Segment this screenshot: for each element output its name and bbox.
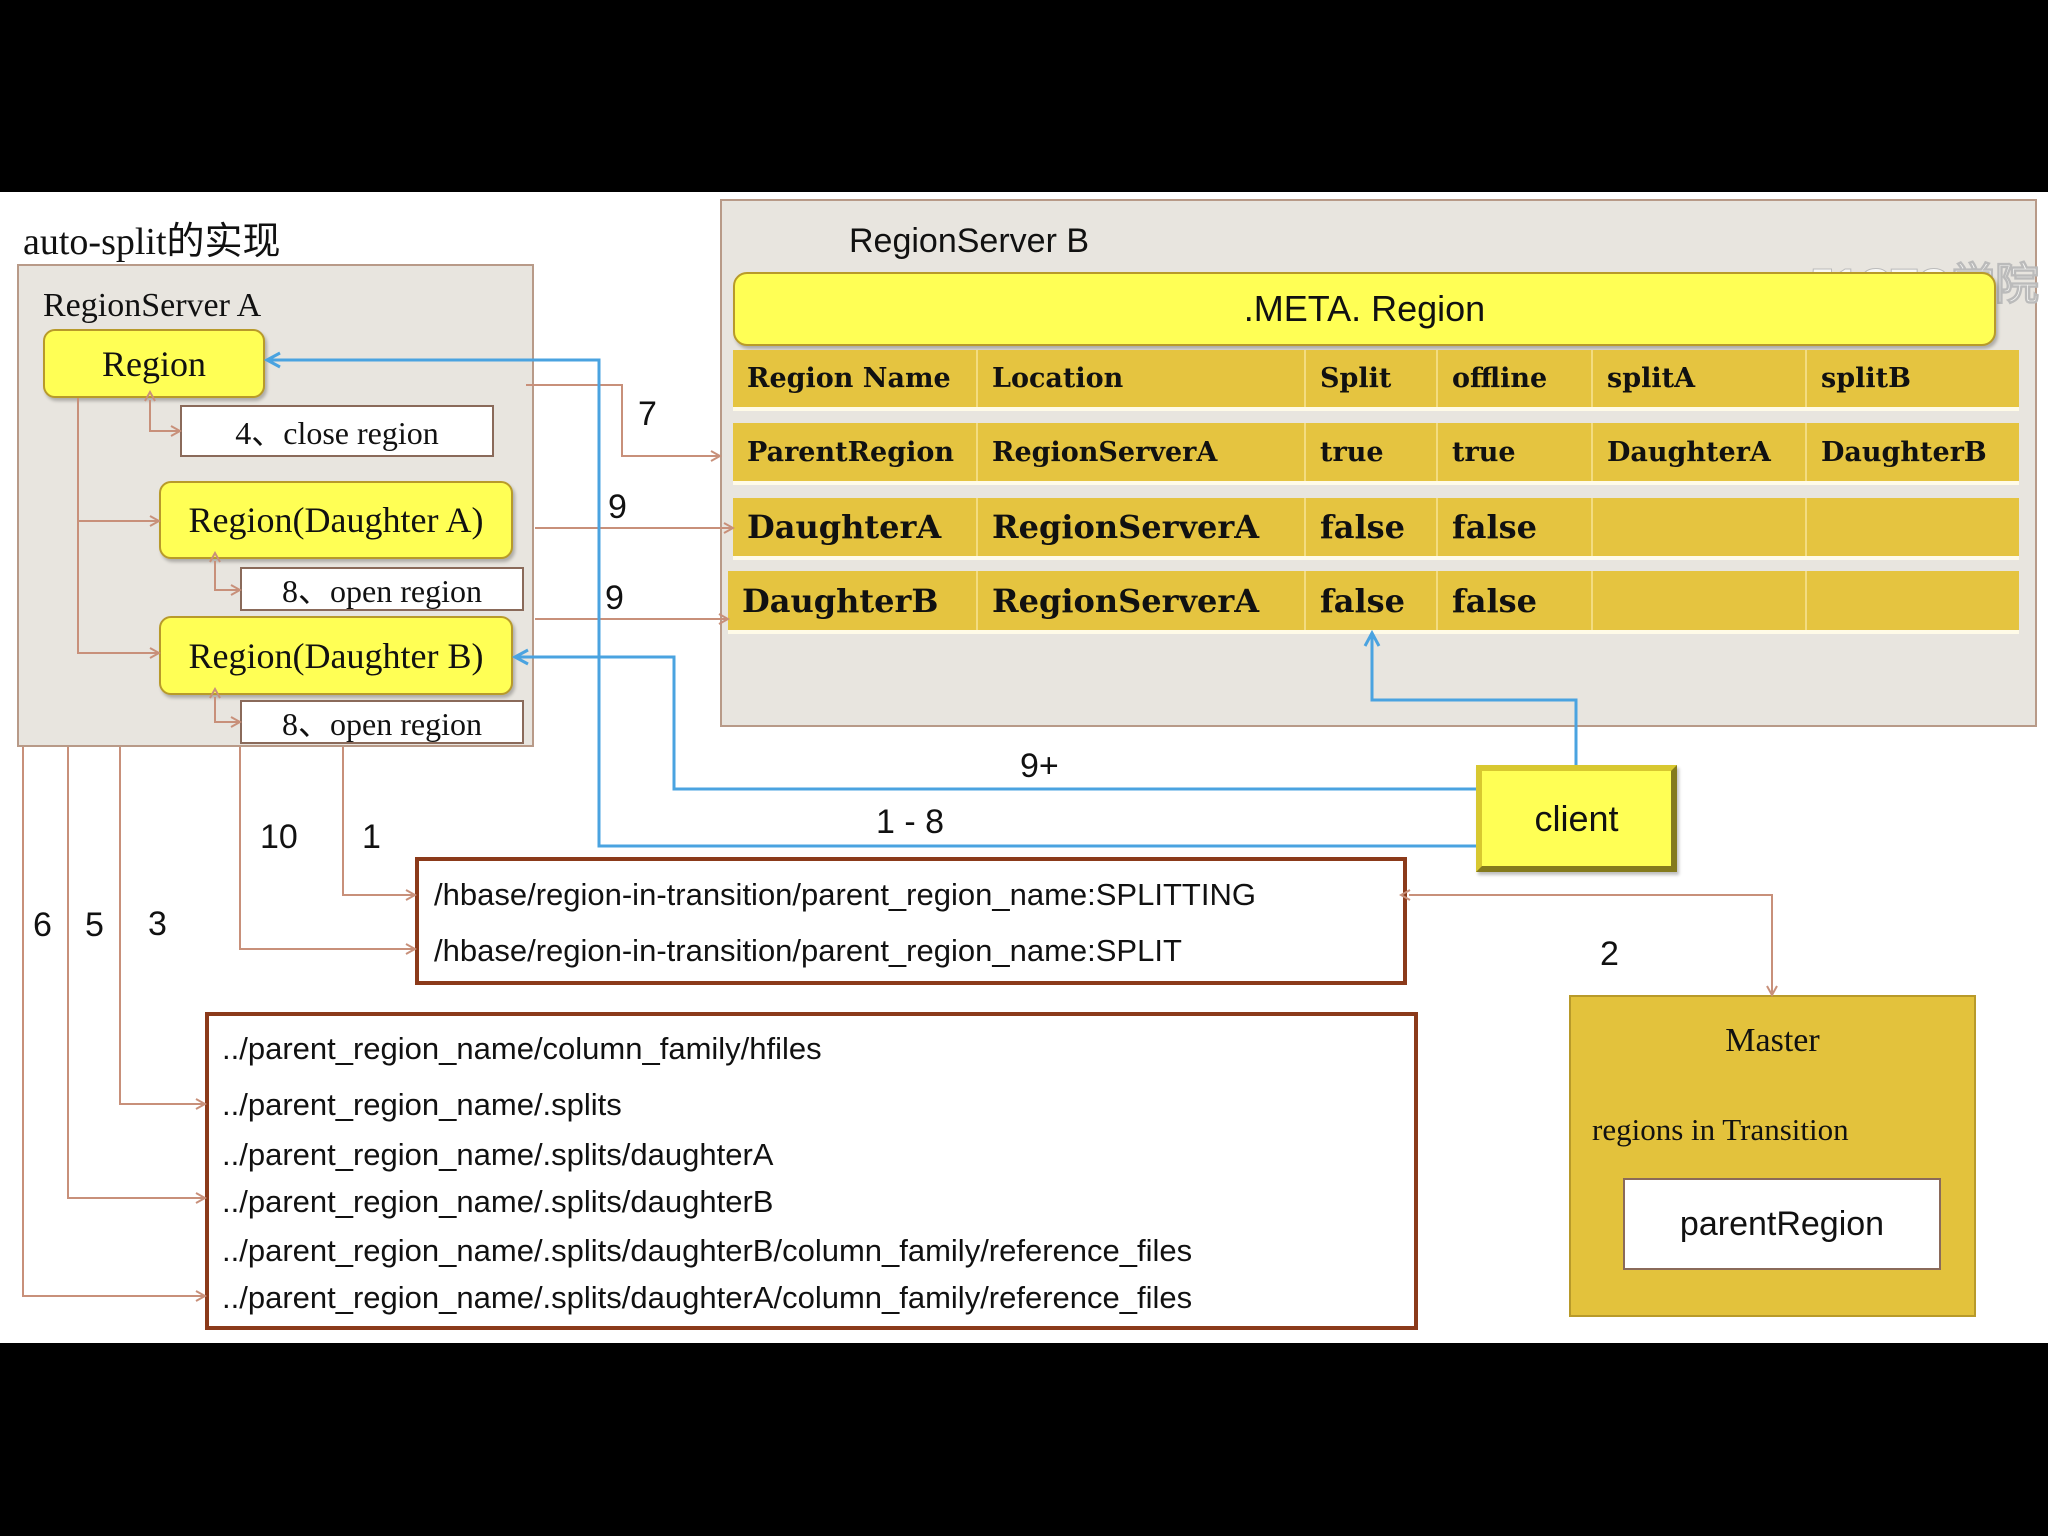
table-cell: DaughterB — [728, 571, 978, 630]
step-label-9: 9 — [608, 488, 627, 526]
hdfs-path: ../parent_region_name/.splits — [222, 1087, 622, 1122]
arrow-close-region — [150, 400, 180, 431]
regionserver-a-label: RegionServer A — [43, 287, 262, 324]
hdfs-path: ../parent_region_name/.splits/daughterA — [222, 1137, 774, 1172]
arrow-open-region-a — [215, 561, 240, 590]
zookeeper-box — [415, 857, 1407, 985]
step-label-5: 5 — [85, 906, 104, 944]
open-region-a-step: 8、open region — [240, 567, 524, 611]
zk-path-splitting: /hbase/region-in-transition/parent_regio… — [434, 877, 1256, 912]
table-cell: DaughterA — [733, 498, 978, 556]
arrow-step-1 — [342, 747, 415, 895]
table-cell: RegionServerA — [978, 571, 1306, 630]
header-cell: Split — [1306, 350, 1438, 407]
arrow-client-meta — [1372, 633, 1578, 765]
diagram-title: auto-split的实现 — [23, 221, 281, 263]
step-label-1-8: 1 - 8 — [876, 803, 945, 841]
header-cell: splitB — [1821, 363, 1911, 394]
table-cell: false — [1438, 571, 1593, 630]
zk-path-split: /hbase/region-in-transition/parent_regio… — [434, 933, 1182, 968]
arrow-open-region-b — [215, 697, 240, 722]
table-cell: false — [1438, 498, 1593, 556]
table-cell: true — [1438, 423, 1593, 481]
arrow-client-daughter-b — [515, 657, 1476, 791]
step-label-10: 10 — [260, 818, 298, 856]
arrow-client-region — [267, 360, 1476, 848]
table-cell: true — [1306, 423, 1438, 481]
header-cell: splitA — [1593, 350, 1807, 407]
step-label-9: 9 — [605, 579, 624, 617]
regionserver-b-label: RegionServer B — [849, 222, 1090, 260]
arrow-step-6 — [22, 747, 205, 1296]
hdfs-path: ../parent_region_name/.splits/daughterB/… — [222, 1233, 1193, 1268]
step-label-7: 7 — [638, 395, 657, 433]
table-row: DaughterA RegionServerA false false — [733, 498, 2019, 556]
hdfs-box — [205, 1012, 1418, 1330]
step-label-3: 3 — [148, 905, 167, 943]
table-cell: RegionServerA — [978, 423, 1306, 481]
step-label-2: 2 — [1600, 935, 1619, 973]
table-cell: ParentRegion — [733, 423, 978, 481]
step-label-1: 1 — [362, 818, 381, 856]
table-cell: DaughterB — [1821, 436, 1987, 468]
master-subtitle: regions in Transition — [1592, 1112, 1849, 1147]
table-cell: RegionServerA — [978, 498, 1306, 556]
parent-region-in-transition: parentRegion — [1623, 1178, 1941, 1270]
arrow-region-daughters — [77, 398, 159, 653]
arrow-step-7 — [526, 384, 720, 456]
client-box[interactable]: client — [1476, 765, 1677, 872]
arrow-step-3 — [119, 747, 205, 1104]
arrow-step-10 — [239, 747, 415, 949]
table-cell: DaughterA — [1593, 423, 1807, 481]
table-cell: false — [1306, 498, 1438, 556]
parent-region-box[interactable]: Region — [43, 329, 265, 398]
meta-table-header: Region Name Location Split offline split… — [733, 350, 2019, 407]
arrow-step-2 — [1409, 895, 1772, 995]
arrow-step-5 — [67, 747, 205, 1198]
table-row: DaughterB RegionServerA false false — [728, 571, 2019, 630]
table-cell — [1593, 498, 1807, 556]
step-label-9-plus: 9+ — [1020, 747, 1059, 785]
step-label-6: 6 — [33, 906, 52, 944]
meta-region-box[interactable]: .META. Region — [733, 272, 1996, 346]
open-region-b-step: 8、open region — [240, 700, 524, 744]
header-cell: offline — [1438, 350, 1593, 407]
table-cell — [1593, 571, 1807, 630]
close-region-step: 4、close region — [180, 405, 494, 457]
hdfs-path: ../parent_region_name/.splits/daughterA/… — [222, 1280, 1193, 1315]
hdfs-path: ../parent_region_name/.splits/daughterB — [222, 1184, 774, 1219]
master-title: Master — [1725, 1022, 1820, 1059]
header-cell: Region Name — [733, 350, 978, 407]
header-cell: Location — [978, 350, 1306, 407]
table-row: ParentRegion RegionServerA true true Dau… — [733, 423, 2019, 481]
daughter-a-region-box[interactable]: Region(Daughter A) — [159, 481, 513, 559]
hdfs-path: ../parent_region_name/column_family/hfil… — [222, 1031, 822, 1066]
table-cell: false — [1306, 571, 1438, 630]
